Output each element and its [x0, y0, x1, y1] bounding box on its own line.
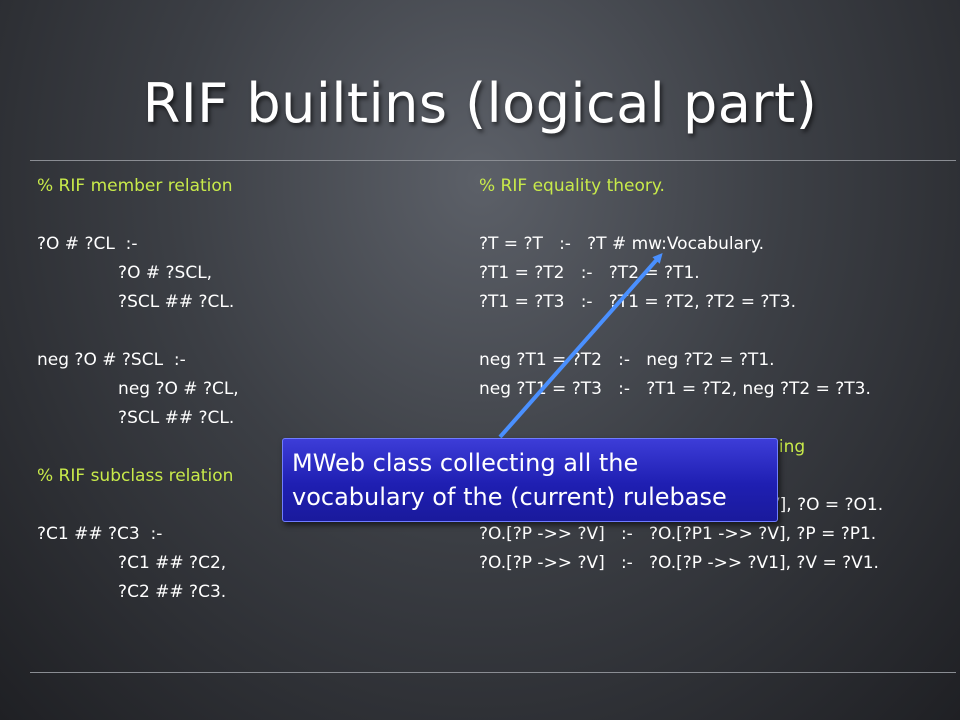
comment-line: % RIF equality theory.: [479, 176, 665, 196]
left-code-column: % RIF member relation ?O # ?CL :- ?O # ?S…: [37, 172, 239, 607]
callout-line-2: vocabulary of the (current) rulebase: [292, 483, 727, 511]
slide-title: RIF builtins (logical part): [142, 72, 818, 135]
code-line: [479, 201, 883, 230]
code-line: ?O # ?CL :-: [37, 234, 138, 254]
code-line: ?O.[?P ->> ?V] :- ?O.[?P1 ->> ?V], ?P = …: [479, 524, 877, 544]
code-line: [37, 491, 239, 520]
code-line: [37, 317, 239, 346]
title-divider: [30, 160, 956, 161]
code-line: ?O # ?SCL,: [37, 263, 213, 283]
code-line: neg ?O # ?SCL :-: [37, 350, 186, 370]
code-line: [479, 404, 883, 433]
code-line: ?T1 = ?T3 :- ?T1 = ?T2, ?T2 = ?T3.: [479, 292, 796, 312]
code-line: [479, 317, 883, 346]
code-line: ?SCL ## ?CL.: [37, 408, 235, 428]
code-line: neg ?T1 = ?T3 :- ?T1 = ?T2, neg ?T2 = ?T…: [479, 379, 871, 399]
code-line: ?C2 ## ?C3.: [37, 582, 227, 602]
footer-divider: [30, 672, 956, 673]
code-line: neg ?O # ?CL,: [37, 379, 239, 399]
callout-line-1: MWeb class collecting all the: [292, 449, 639, 477]
callout-box: MWeb class collecting all the vocabulary…: [282, 438, 778, 522]
code-line: ?T = ?T :- ?T # mw:Vocabulary.: [479, 234, 765, 254]
code-line: ?C1 ## ?C3 :-: [37, 524, 163, 544]
code-line: neg ?T1 = ?T2 :- neg ?T2 = ?T1.: [479, 350, 775, 370]
code-line: ?O.[?P ->> ?V] :- ?O.[?P ->> ?V1], ?V = …: [479, 553, 879, 573]
comment-line: % RIF member relation: [37, 176, 233, 196]
code-line: ?T1 = ?T2 :- ?T2 = ?T1.: [479, 263, 700, 283]
code-line: [37, 433, 239, 462]
code-line: ?C1 ## ?C2,: [37, 553, 227, 573]
comment-line: % RIF subclass relation: [37, 466, 234, 486]
code-line: ?SCL ## ?CL.: [37, 292, 235, 312]
code-line: [37, 201, 239, 230]
